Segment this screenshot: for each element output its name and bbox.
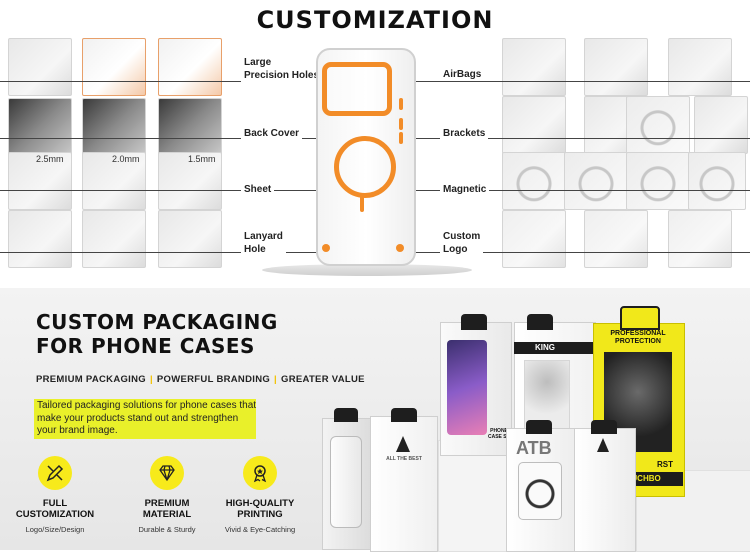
thumb-bracket-3 [626,96,690,154]
thumb-logo-3 [668,210,732,268]
package-box-text: KING [535,343,555,352]
packaging-title-line2: FOR PHONE CASES [36,334,255,358]
customization-title: CUSTOMIZATION [256,6,494,34]
label-lanyard-hole: Lanyard Hole [241,230,286,256]
tagline-separator: | [149,374,153,385]
thumb-bracket-4 [694,96,748,154]
package-box-text: ATOUCHBO [615,474,661,483]
side-button [399,118,403,130]
thickness-label: 1.5mm [188,154,216,164]
lanyard-corner [322,244,330,252]
camera-hole-frame [322,62,392,116]
package-hanger [334,408,358,422]
thumb-airbag-3 [668,38,732,96]
leader-line [0,252,325,253]
leader-line [0,81,325,82]
feature-title: HIGH-QUALITY [225,498,295,509]
thumb-lanyard-3 [158,210,222,268]
thumb-sheet-2 [82,152,146,210]
feature-subtitle: Vivid & Eye-Catching [224,525,296,534]
leader-line [400,138,750,139]
thumb-magnetic-2 [564,152,628,210]
tagline-separator: | [274,374,278,385]
thumb-holes-1 [8,38,72,96]
description-highlight [34,399,256,439]
display-stand [262,264,472,276]
package-hanger [591,420,617,434]
thickness-label: 2.5mm [36,154,64,164]
package-case-window [330,436,362,528]
thumb-airbag-2 [584,38,648,96]
feature-title: MATERIAL [142,509,192,520]
feature-title: PREMIUM [144,498,190,509]
thumb-back-cover-2 [82,98,146,156]
thumb-airbag-1 [502,38,566,96]
thumb-sheet-1 [8,152,72,210]
magnetic-ring [334,136,396,198]
thumb-logo-2 [584,210,648,268]
thumb-magnetic-3 [626,152,690,210]
tagline-item: PREMIUM PACKAGING [36,374,146,385]
thickness-label: 2.0mm [112,154,140,164]
feature-title: FULL [42,498,68,509]
package-artwork [447,340,487,435]
packaging-description: Tailored packaging solutions for phone c… [37,400,257,436]
magnetic-strip [360,196,364,212]
package-box-text: RST [657,460,673,469]
feature-subtitle: Logo/Size/Design [25,525,85,534]
thumb-magnetic-4 [688,152,746,210]
label-magnetic: Magnetic [440,183,490,196]
customization-section: CUSTOMIZATION 2.5mm 2.0mm 1.5mm Large Pr… [0,6,750,276]
thumb-bracket-1 [502,96,566,154]
package-hanger [527,314,553,330]
side-button [399,132,403,144]
label-back-cover: Back Cover [241,127,303,140]
thumb-lanyard-1 [8,210,72,268]
thumb-back-cover-3 [158,98,222,156]
label-custom-logo: Custom Logo [440,230,484,256]
tagline-item: POWERFUL BRANDING [156,374,271,385]
package-box-all-the-best [370,416,438,552]
lanyard-corner [396,244,404,252]
feature-title: CUSTOMIZATION [15,509,95,520]
leader-line [400,81,750,82]
thumb-holes-2 [82,38,146,96]
leader-line [0,190,335,191]
label-sheet: Sheet [241,183,275,196]
thumb-logo-1 [502,210,566,268]
package-box-text: ALL THE BEST [386,456,422,462]
label-airbags: AirBags [440,68,485,81]
feature-subtitle: Durable & Sturdy [138,525,196,534]
thumb-holes-3 [158,38,222,96]
package-hanger [391,408,417,422]
thumb-magnetic-1 [502,152,566,210]
package-hanger [620,306,660,330]
thumb-sheet-3 [158,152,222,210]
packaging-title: CUSTOM PACKAGING FOR PHONE CASES [36,310,278,358]
package-box-text: PROFESSIONAL PROTECTION [610,330,666,345]
package-hanger [526,420,552,434]
pencil-ruler-icon [38,456,72,490]
package-case-window [518,462,562,520]
label-brackets: Brackets [440,127,489,140]
leader-line [0,138,335,139]
package-box-text: ATB [516,438,552,458]
medal-icon [243,456,277,490]
feature-title: PRINTING [237,509,283,520]
thumb-back-cover-1 [8,98,72,156]
package-hanger [461,314,487,330]
side-button [399,98,403,110]
thumb-lanyard-2 [82,210,146,268]
packaging-tagline: PREMIUM PACKAGING|POWERFUL BRANDING|GREA… [36,374,365,385]
tagline-item: GREATER VALUE [281,374,365,385]
packaging-title-line1: CUSTOM PACKAGING [36,310,278,334]
label-large-precision-holes: Large Precision Holes [241,56,323,82]
leader-line [390,190,750,191]
diamond-icon [150,456,184,490]
leader-line [400,252,750,253]
package-artwork [514,342,594,354]
